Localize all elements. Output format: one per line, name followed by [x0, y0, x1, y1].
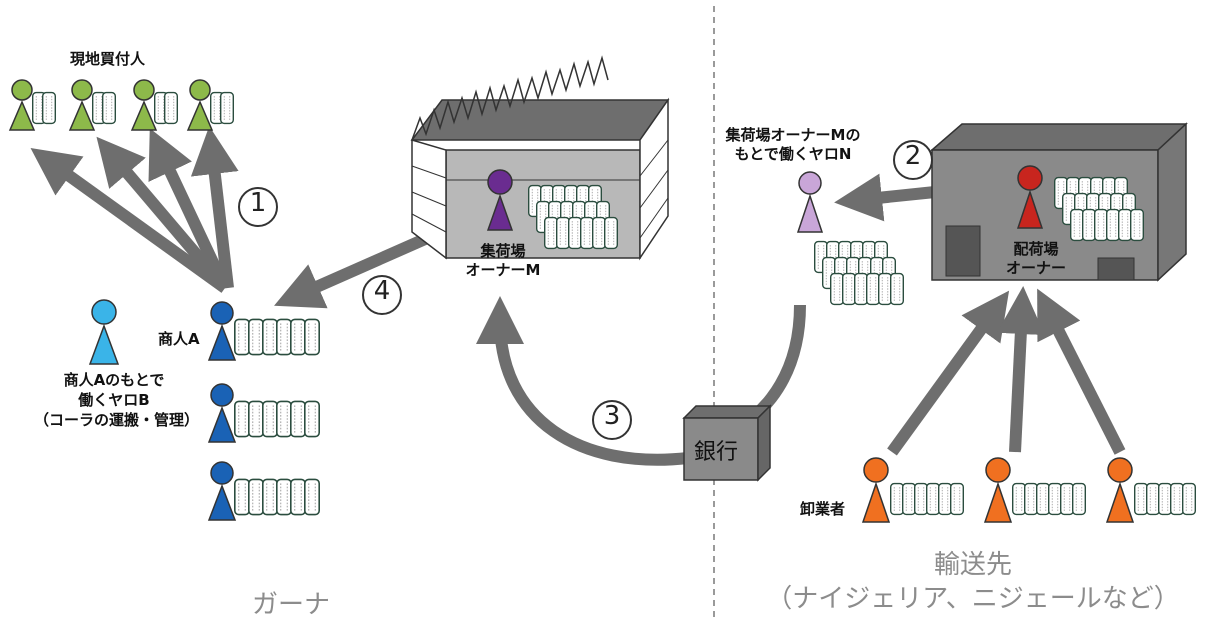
- merchant-figure: [207, 383, 320, 443]
- yaro-n-group: [796, 171, 904, 306]
- local-buyers-label: 現地買付人: [70, 50, 146, 68]
- step-4-number: 4: [373, 276, 391, 306]
- buyer-figure: [130, 79, 178, 131]
- region-ghana: ガーナ: [252, 590, 331, 620]
- arrow-1d: [190, 126, 239, 289]
- yaro-n-figure: [796, 171, 824, 233]
- step-2-number: 2: [904, 141, 922, 171]
- bank-label: 銀行: [694, 440, 739, 465]
- wholesaler-figure: [983, 457, 1086, 523]
- collection-yard-building: [410, 55, 670, 261]
- arrow-1b: [96, 136, 230, 292]
- owner-m-figure: [486, 169, 514, 231]
- bank-box: [682, 404, 772, 482]
- arrow-2: [834, 173, 936, 222]
- buyer-figure: [8, 79, 56, 131]
- distributor-label: 配荷場 オーナー: [1005, 240, 1066, 277]
- arrow-1a: [30, 147, 229, 293]
- step-3-number: 3: [603, 401, 621, 431]
- arrow-w3: [1037, 288, 1126, 455]
- yaro-b-figure: [88, 299, 120, 365]
- arrow-1c: [148, 128, 231, 291]
- region-destination: 輸送先 （ナイジェリア、ニジェールなど）: [766, 550, 1180, 614]
- merchant-a-label: 商人A: [158, 330, 200, 348]
- merchant-figure: [207, 461, 320, 521]
- step-4-circle: [362, 275, 402, 315]
- buyer-figure: [186, 79, 234, 131]
- yaro-b-label: 商人Aのもとで 働くヤロB （コーラの運搬・管理）: [34, 371, 200, 429]
- yaro-n-label: 集荷場オーナーMの もとで働くヤロN: [725, 126, 861, 163]
- wholesaler-label: 卸業者: [800, 500, 846, 518]
- merchant-figure: [207, 301, 320, 361]
- distributor-figure: [1016, 165, 1044, 229]
- arrows: [30, 126, 1126, 466]
- distribution-warehouse: [929, 122, 1188, 282]
- buyer-figure: [68, 79, 116, 131]
- step-1-circle: [238, 187, 278, 227]
- local-buyers-group: [8, 79, 234, 131]
- arrow-3-lower: [476, 296, 689, 466]
- wholesalers-group: [861, 457, 1196, 523]
- arrow-w1: [887, 290, 1010, 456]
- merchant-a-group: [207, 301, 320, 521]
- step-2-circle: [893, 140, 933, 180]
- arrow-w2: [996, 286, 1045, 453]
- wholesaler-figure: [861, 457, 964, 523]
- step-1-number: 1: [249, 188, 267, 218]
- collector-m-label: 集荷場 オーナーM: [465, 242, 541, 279]
- wholesaler-figure: [1105, 457, 1196, 523]
- step-3-circle: [592, 400, 632, 440]
- step-markers: [238, 140, 933, 440]
